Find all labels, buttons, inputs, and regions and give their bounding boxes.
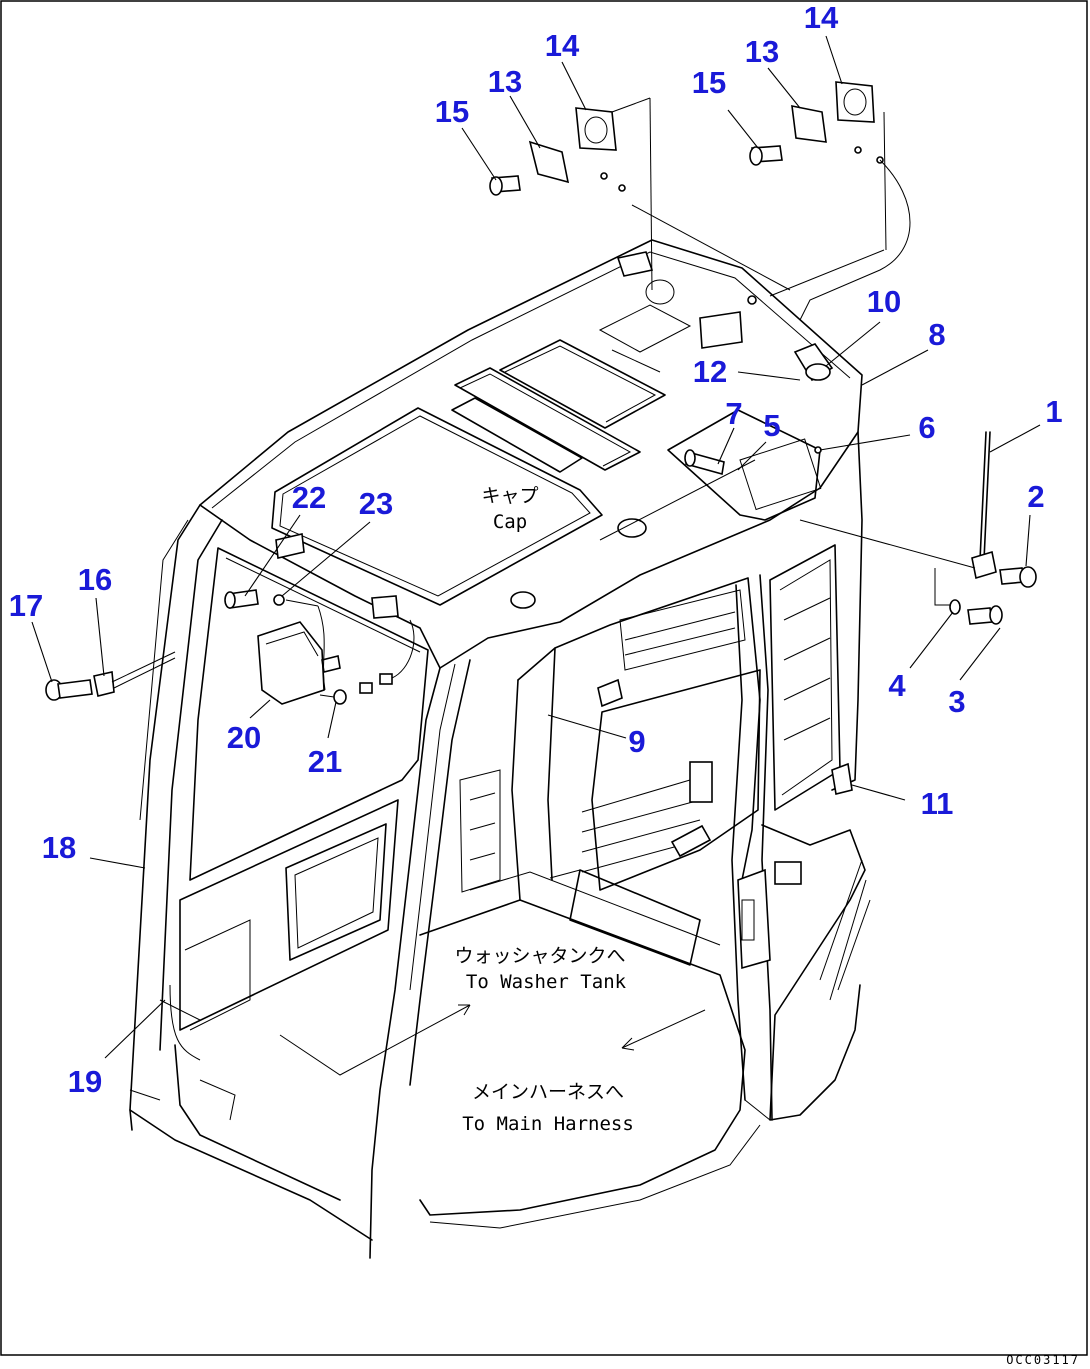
callout-7: 7	[725, 396, 742, 431]
callout-10: 10	[867, 284, 901, 319]
note-washer-en: To Washer Tank	[466, 971, 627, 993]
callout-4: 4	[888, 668, 906, 703]
callout-12: 12	[693, 354, 727, 389]
bracket-bolt	[967, 605, 1003, 625]
callout-13-left: 13	[488, 64, 522, 99]
callout-14-left: 14	[545, 28, 580, 63]
note-harness-en: To Main Harness	[462, 1113, 634, 1135]
callout-14-right: 14	[804, 0, 839, 35]
callout-5: 5	[763, 408, 780, 443]
roof-lamp	[793, 343, 834, 382]
callouts: 1 2 3 4 5 6 7 8 9 10 11 12 13 13 14 14 1…	[9, 0, 1063, 1099]
antenna-bolt	[999, 566, 1037, 588]
callout-20: 20	[227, 720, 261, 755]
roof-switch	[699, 311, 743, 349]
antenna	[971, 431, 997, 580]
side-connector	[831, 762, 853, 795]
note-cap-en: Cap	[493, 511, 527, 533]
note-cap-jp: キャプ	[481, 485, 538, 507]
washer-tank-bolt	[670, 824, 712, 858]
callout-23: 23	[359, 486, 393, 521]
leader-lines	[31, 35, 1041, 1076]
callout-16: 16	[78, 562, 112, 597]
callout-15-right: 15	[692, 65, 726, 100]
callout-11: 11	[921, 786, 954, 821]
callout-8: 8	[928, 317, 945, 352]
callout-6: 6	[918, 410, 935, 445]
lamp-set-left	[489, 107, 626, 196]
work-lamp	[224, 533, 415, 705]
mirror-bolt-set	[45, 651, 176, 701]
lamp-set-right	[749, 81, 884, 166]
callout-13-right: 13	[745, 34, 779, 69]
callout-1: 1	[1045, 394, 1062, 429]
callout-21: 21	[308, 744, 342, 779]
parts	[45, 81, 1037, 1061]
callout-18: 18	[42, 830, 76, 865]
callout-2: 2	[1027, 479, 1044, 514]
callout-22: 22	[292, 480, 326, 515]
cab-body	[129, 239, 871, 1259]
drawing-code: OCC03117	[1006, 1353, 1080, 1367]
note-washer-jp: ウォッシャタンクへ	[454, 945, 625, 967]
callout-17: 17	[9, 588, 43, 623]
callout-19: 19	[68, 1064, 102, 1099]
washer	[949, 599, 961, 615]
notes: キャプ Cap ウォッシャタンクへ To Washer Tank メインハーネス…	[454, 485, 1080, 1367]
note-harness-jp: メインハーネスへ	[472, 1081, 624, 1103]
callout-3: 3	[948, 684, 965, 719]
callout-15-left: 15	[435, 94, 469, 129]
callout-9: 9	[628, 724, 645, 759]
